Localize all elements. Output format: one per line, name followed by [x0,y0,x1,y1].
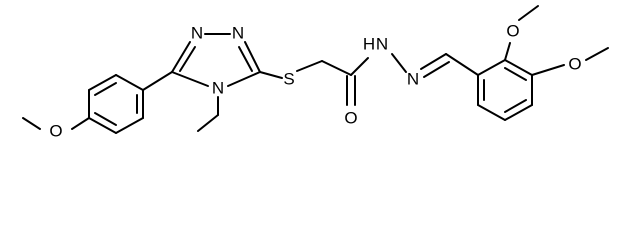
bond-c3-s [259,71,283,79]
bond-ch2-co [321,60,352,76]
bond-c5-n1 [171,41,191,73]
bond-ringA-5 [115,117,144,134]
structure-svg: O N N N S O H N N O O [22,5,609,141]
atom-o-methoxy-left: O [49,122,62,141]
atom-n4: N [212,79,224,98]
atom-n2: N [232,24,244,43]
bond-ringB-1 [477,59,506,76]
bond-ringB-5 [477,104,506,121]
bond-ringB-4-inner [504,99,527,113]
bond-o-left-ring [71,117,90,130]
bond-ringB-4 [504,104,533,121]
bond-o2-methyl [518,5,539,21]
bond-o3-methyl [585,47,609,61]
atom-o-carbonyl: O [344,109,357,128]
bond-ch-ring [445,53,479,76]
atom-n1: N [191,24,203,43]
atom-labels: O N N N S O H N N O O [49,22,581,141]
bond-ringA-2 [88,74,117,91]
molecule-diagram: O N N N S O H N N O O [22,5,609,141]
bond-c3-n4 [227,71,261,87]
bond-n4-c5 [171,71,209,87]
atom-s: S [283,70,294,89]
atom-h: H [363,35,375,54]
bond-ringB-o2 [504,42,511,61]
atom-nh: N [376,35,388,54]
bond-ringA-6-inner [94,112,117,126]
bond-ringB-2-inner [504,67,527,81]
bond-n-ch-double [423,61,450,78]
bond-n2-c3 [244,41,261,73]
bond-ringA-3 [115,74,144,91]
bond-ringA-2-inner [94,82,117,96]
bond-ethyl [197,114,219,132]
atom-o-methoxy-3: O [568,55,581,74]
bond-ringB-2 [504,59,533,76]
atom-o-methoxy-2: O [506,22,519,41]
bond-ringA-6 [88,117,117,134]
bond-c5-n1-double [179,46,196,72]
bond-n-ch [420,53,447,70]
bond-methyl-o-left [22,117,41,130]
bond-ringA-triazole [142,71,173,91]
atom-n-imine: N [407,70,419,89]
bond-n2-c3-double [238,46,253,72]
bonds [22,5,609,134]
bond-nh-n [391,53,407,73]
bond-co-nh [350,57,369,76]
bond-ringB-o3 [531,64,565,76]
bond-s-ch2 [296,60,323,72]
